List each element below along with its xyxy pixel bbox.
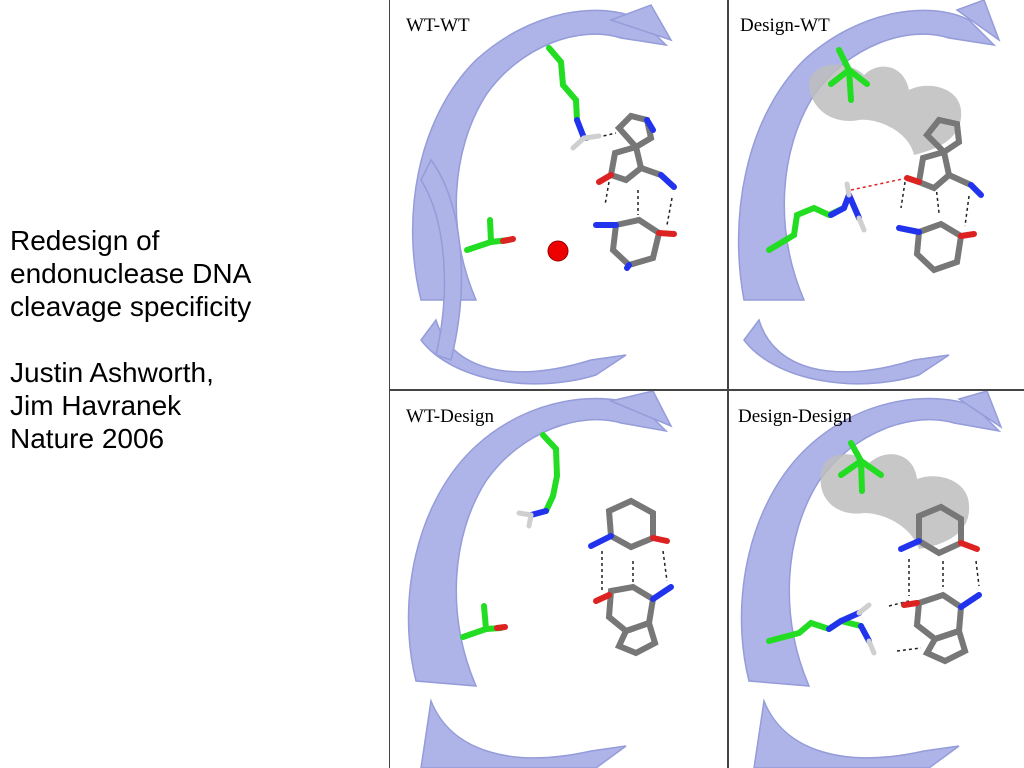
base-pair (593, 112, 677, 271)
hbond-lines (585, 132, 673, 226)
sidechain-valine (828, 47, 870, 103)
clash-line (850, 177, 908, 191)
panel-wt-design: WT-Design (391, 391, 727, 768)
author-line-2: Jim Havranek (10, 390, 182, 422)
sidechain-lysine (540, 432, 561, 514)
panel-wt-wt: WT-WT (391, 0, 727, 389)
molecular-surface (820, 454, 970, 549)
base-pair (896, 116, 984, 274)
water-molecule (547, 240, 569, 262)
panel-label: WT-WT (406, 15, 470, 36)
title-line-2: endonuclease DNA (10, 258, 252, 290)
slide-text: Redesign of endonuclease DNA cleavage sp… (10, 224, 380, 455)
author-line-1: Justin Ashworth, (10, 357, 214, 389)
protein-ribbon (407, 391, 673, 768)
hbond-lines (888, 559, 980, 652)
molecular-surface (809, 64, 962, 155)
title-line-1: Redesign of (10, 225, 160, 256)
panel-label: WT-Design (406, 406, 494, 427)
sidechain-lysine (546, 45, 580, 123)
molecule-render-wt-design (407, 391, 674, 768)
protein-ribbon (411, 4, 673, 385)
panel-design-wt: Design-WT (729, 0, 1024, 389)
protein-ribbon (737, 0, 1001, 385)
horizontal-divider (390, 389, 1024, 391)
citation-line: Nature 2006 (10, 423, 165, 455)
molecule-render-design-design (740, 391, 1003, 768)
molecule-render-design-wt (737, 0, 1001, 385)
hbond-lines (601, 550, 668, 591)
hbond-lines (900, 181, 970, 227)
molecule-render-wt-wt (411, 4, 677, 385)
sidechain-valine (838, 440, 884, 494)
sidechain-serine (460, 603, 504, 640)
panel-label: Design-WT (740, 15, 830, 36)
figure-grid: WT-WT (389, 0, 1024, 768)
protein-ribbon (740, 391, 1003, 768)
panel-label: Design-Design (738, 406, 852, 427)
panel-design-design: Design-Design (729, 391, 1024, 768)
base-pair (898, 503, 982, 665)
base-pair (588, 497, 674, 657)
sidechain-serine (464, 217, 512, 253)
vertical-divider (727, 0, 729, 768)
title-line-3: cleavage specificity (10, 291, 252, 323)
